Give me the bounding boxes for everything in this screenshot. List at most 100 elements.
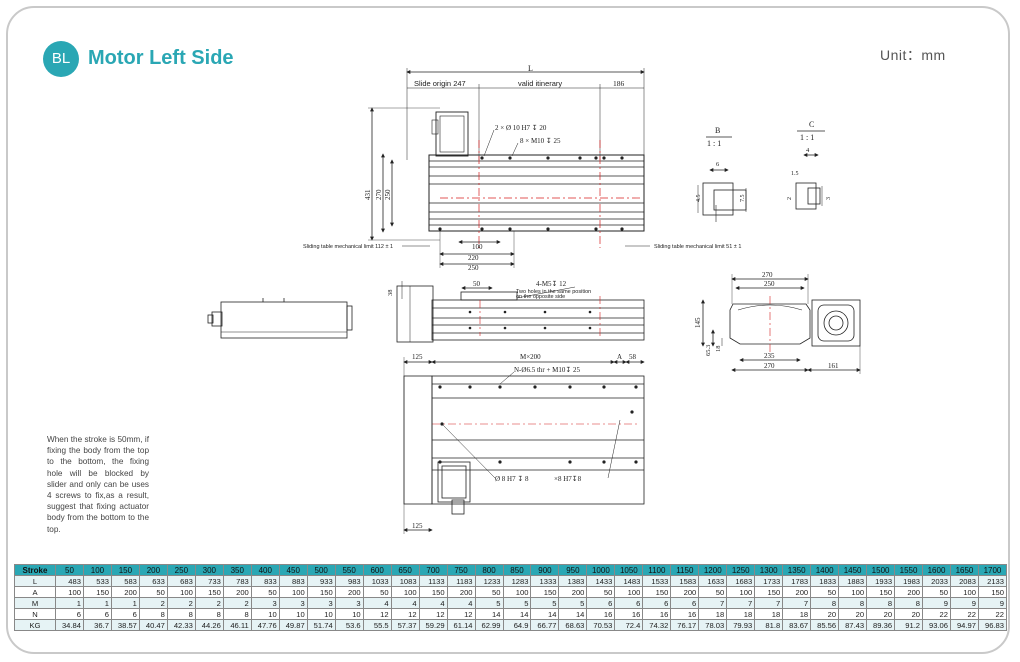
table-cell: 47.76: [250, 619, 280, 631]
detail-c-dim-1-5: 1.5: [791, 171, 799, 177]
table-cell: 8: [166, 608, 196, 620]
table-cell: 7: [754, 597, 784, 609]
table-cell: 1533: [642, 575, 672, 587]
table-cell: 7: [782, 597, 812, 609]
table-cell: 44.26: [194, 619, 224, 631]
table-cell: 8: [810, 597, 840, 609]
table-cell: 1183: [446, 575, 476, 587]
end-dim-235: 235: [764, 352, 775, 360]
table-cell: 2133: [977, 575, 1008, 587]
table-cell: 9: [950, 597, 979, 609]
bottom-view: [403, 357, 645, 534]
table-cell: 2033: [922, 575, 951, 587]
table-header-cell: 450: [278, 564, 308, 576]
table-cell: 14: [558, 608, 588, 620]
table-cell: 583: [110, 575, 140, 587]
front-view: [396, 281, 645, 343]
bottom-pin-label-1: Ø 8 H7 ↧ 8: [495, 475, 529, 483]
table-header-cell: 950: [558, 564, 588, 576]
table-cell: 150: [977, 586, 1008, 598]
table-cell: 50: [250, 586, 280, 598]
table-cell: 1: [82, 597, 112, 609]
table-cell: 1: [110, 597, 140, 609]
table-header-cell: 1350: [782, 564, 812, 576]
table-cell: 74.32: [642, 619, 672, 631]
table-header-cell: 1450: [838, 564, 868, 576]
table-cell: 883: [278, 575, 308, 587]
table-cell: 783: [222, 575, 252, 587]
table-cell: 1033: [362, 575, 392, 587]
table-header-cell: 900: [530, 564, 560, 576]
table-cell: 83.67: [782, 619, 812, 631]
table-header-cell: 200: [138, 564, 168, 576]
table-cell: 55.5: [362, 619, 392, 631]
table-cell: 200: [782, 586, 812, 598]
detail-b: [697, 136, 747, 222]
table-header-label: Stroke: [14, 564, 56, 576]
table-header-cell: 750: [446, 564, 476, 576]
table-header-cell: 1100: [642, 564, 672, 576]
dim-250b: 250: [468, 264, 479, 272]
table-cell: 76.17: [670, 619, 700, 631]
end-dim-18: 18: [715, 346, 722, 353]
dim-431: 431: [364, 189, 372, 200]
table-cell: 18: [726, 608, 756, 620]
bottom-view-holes: [438, 385, 638, 464]
table-cell: 1633: [698, 575, 728, 587]
table-header-cell: 1550: [894, 564, 924, 576]
bottom-pin-label-2: ×8 H7↧8: [554, 475, 582, 483]
detail-b-dim-7-5: 7.5: [740, 195, 746, 203]
front-dim-38: 38: [387, 290, 394, 297]
end-dim-270: 270: [762, 271, 773, 279]
dim-L: L: [528, 64, 533, 73]
limit-left-label: Sliding table mechanical limit 112 ± 1: [303, 244, 393, 250]
table-cell: 6: [670, 597, 700, 609]
table-header-cell: 150: [110, 564, 140, 576]
model-badge: BL: [43, 41, 79, 77]
dim-270: 270: [375, 189, 383, 200]
dim-250: 250: [384, 189, 392, 200]
table-cell: 85.56: [810, 619, 840, 631]
table-cell: 1683: [726, 575, 756, 587]
table-cell: 150: [194, 586, 224, 598]
end-dim-250: 250: [764, 280, 775, 288]
table-cell: 6: [614, 597, 644, 609]
front-view-holes: [468, 310, 592, 330]
table-cell: 16: [642, 608, 672, 620]
table-cell: 53.6: [334, 619, 364, 631]
table-cell: 46.11: [222, 619, 252, 631]
table-cell: 50: [474, 586, 504, 598]
table-cell: 50: [810, 586, 840, 598]
table-header-cell: 700: [418, 564, 448, 576]
table-header-cell: 100: [82, 564, 112, 576]
dim-100: 100: [472, 243, 483, 251]
table-cell: 57.37: [390, 619, 420, 631]
table-cell: 16: [586, 608, 616, 620]
table-cell: 7: [726, 597, 756, 609]
table-row-label: N: [14, 608, 56, 620]
mounting-note: When the stroke is 50mm, if fixing the b…: [47, 435, 149, 534]
table-cell: 6: [55, 608, 84, 620]
table-header-cell: 1400: [810, 564, 840, 576]
end-dim-145: 145: [694, 317, 702, 328]
table-cell: 150: [530, 586, 560, 598]
table-cell: 81.8: [754, 619, 784, 631]
table-header-cell: 850: [502, 564, 532, 576]
table-cell: 87.43: [838, 619, 868, 631]
slide-origin-label: Slide origin 247: [414, 79, 466, 88]
table-cell: 983: [334, 575, 364, 587]
table-cell: 50: [138, 586, 168, 598]
table-cell: 3: [250, 597, 280, 609]
table-cell: 6: [110, 608, 140, 620]
table-row-label: M: [14, 597, 56, 609]
table-cell: 10: [334, 608, 364, 620]
table-cell: 91.2: [894, 619, 924, 631]
table-cell: 59.29: [418, 619, 448, 631]
table-cell: 150: [754, 586, 784, 598]
table-cell: 8: [866, 597, 896, 609]
